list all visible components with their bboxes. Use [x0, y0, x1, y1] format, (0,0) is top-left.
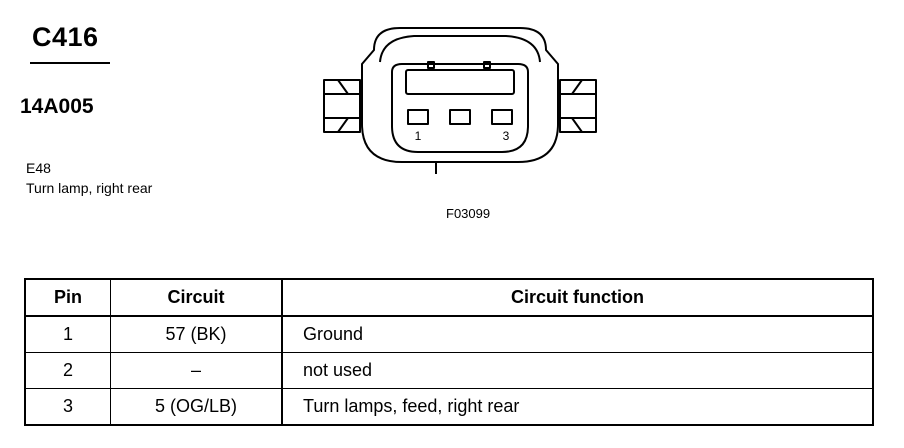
pin-window-3: [491, 109, 513, 125]
detent-right: [483, 61, 491, 69]
pin-label-3: 3: [503, 129, 510, 143]
connector-ear-right: [559, 79, 597, 133]
cell-circuit: 57 (BK): [110, 315, 283, 353]
connector-latch-ridge: [379, 35, 541, 63]
cell-circuit: 5 (OG/LB): [110, 388, 283, 426]
cell-circuit: –: [110, 352, 283, 389]
table-row: 2 – not used: [24, 352, 874, 389]
device-code: E48: [26, 160, 51, 176]
connector-outer-shell: [361, 27, 559, 163]
cell-function: Ground: [281, 315, 874, 353]
header-circuit: Circuit: [110, 278, 283, 317]
cell-function: Turn lamps, feed, right rear: [281, 388, 874, 426]
header-circuit-function: Circuit function: [281, 278, 874, 317]
cell-pin: 1: [24, 315, 111, 353]
pin-window-1: [407, 109, 429, 125]
detent-left: [427, 61, 435, 69]
cell-function: not used: [281, 352, 874, 389]
pin-label-1: 1: [415, 129, 422, 143]
connector-face-diagram: 1 3: [323, 27, 597, 174]
table-row: 1 57 (BK) Ground: [24, 315, 874, 353]
connector-inner-cavity: [391, 63, 529, 153]
cell-pin: 2: [24, 352, 111, 389]
figure-code: F03099: [446, 206, 491, 221]
pin-window-2: [449, 109, 471, 125]
cell-pin: 3: [24, 388, 111, 426]
table-row: 3 5 (OG/LB) Turn lamps, feed, right rear: [24, 388, 874, 426]
title-underline: [30, 62, 110, 64]
table-header-row: Pin Circuit Circuit function: [24, 278, 874, 317]
device-description: Turn lamp, right rear: [26, 180, 153, 196]
header-pin: Pin: [24, 278, 111, 317]
connector-ear-left: [323, 79, 361, 133]
connector-id: C416: [32, 22, 99, 52]
connector-key-slot: [405, 69, 515, 95]
pinout-table: Pin Circuit Circuit function 1 57 (BK) G…: [24, 278, 874, 426]
part-number: 14A005: [20, 95, 94, 118]
